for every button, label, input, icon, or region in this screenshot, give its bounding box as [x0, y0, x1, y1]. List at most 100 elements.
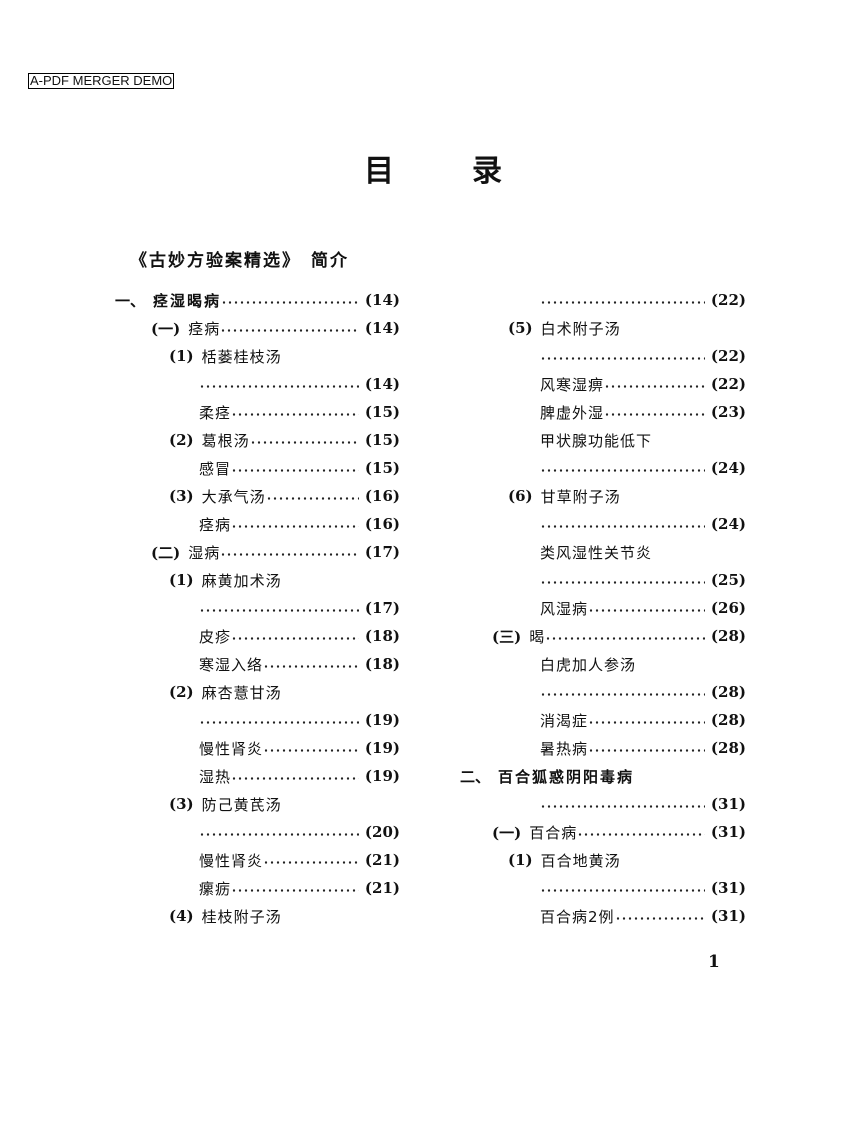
page-title: 目录	[0, 146, 866, 190]
toc-entry-page: (31)	[710, 795, 746, 813]
toc-entry-label: 防己黄芪汤	[201, 795, 282, 814]
toc-entry-marker: (一)	[492, 823, 522, 842]
toc-entry[interactable]: 脾虚外湿(23)	[460, 398, 746, 426]
dot-leader	[588, 734, 705, 762]
toc-entry[interactable]: 感冒 (15)	[115, 454, 400, 482]
toc-entry[interactable]: (二)湿病(17)	[115, 538, 400, 566]
toc-entry[interactable]: 二、百合狐惑阴阳毒病	[460, 762, 746, 790]
toc-entry-label: 痉病	[188, 319, 221, 338]
toc-entry-page: (22)	[710, 375, 746, 393]
toc-entry-label: 湿病	[188, 543, 221, 562]
toc-entry[interactable]: 百合病2例 (31)	[460, 902, 746, 930]
toc-entry-label: 甘草附子汤	[540, 487, 621, 506]
toc-entry[interactable]: (三)暍(28)	[460, 622, 746, 650]
toc-entry-label: 皮疹	[199, 627, 232, 646]
toc-entry[interactable]: (24)	[460, 510, 746, 538]
toc-entry[interactable]: 一、痉湿暍病(14)	[115, 286, 400, 314]
dot-leader	[231, 454, 359, 482]
dot-leader	[231, 398, 359, 426]
toc-entry[interactable]: (6)甘草附子汤	[460, 482, 746, 510]
toc-entry[interactable]: (22)	[460, 286, 746, 314]
toc-entry-page: (28)	[710, 627, 746, 645]
toc-entry[interactable]: (1)栝蒌桂枝汤	[115, 342, 400, 370]
toc-entry-marker: (1)	[508, 851, 533, 869]
toc-entry-page: (21)	[364, 879, 400, 897]
dot-leader	[604, 370, 705, 398]
dot-leader	[540, 790, 705, 818]
toc-entry[interactable]: (2)麻杏薏甘汤	[115, 678, 400, 706]
toc-entry-marker: (3)	[169, 795, 194, 813]
toc-entry-label: 感冒	[199, 459, 232, 478]
toc-entry[interactable]: 慢性肾炎(19)	[115, 734, 400, 762]
toc-entry-page: (18)	[364, 627, 400, 645]
toc-entry-label: 百合病2例	[540, 907, 615, 926]
toc-entry[interactable]: (2)葛根汤(15)	[115, 426, 400, 454]
toc-entry-label: 风湿病	[540, 599, 589, 618]
toc-entry[interactable]: (1)麻黄加术汤	[115, 566, 400, 594]
toc-entry[interactable]: (14)	[115, 370, 400, 398]
toc-entry[interactable]: (3)大承气汤(16)	[115, 482, 400, 510]
toc-entry[interactable]: (一)痉病(14)	[115, 314, 400, 342]
dot-leader	[588, 706, 705, 734]
toc-entry[interactable]: 暑热病(28)	[460, 734, 746, 762]
toc-entry-marker: (1)	[169, 347, 194, 365]
toc-entry[interactable]: (22)	[460, 342, 746, 370]
dot-leader	[249, 426, 359, 454]
toc-entry[interactable]: (19)	[115, 706, 400, 734]
toc-entry-label: 消渴症	[540, 711, 589, 730]
toc-entry[interactable]: 皮疹 (18)	[115, 622, 400, 650]
toc-entry-page: (31)	[710, 907, 746, 925]
toc-entry-label: 大承气汤	[201, 487, 266, 506]
toc-entry[interactable]: (24)	[460, 454, 746, 482]
toc-entry[interactable]: (25)	[460, 566, 746, 594]
dot-leader	[263, 846, 359, 874]
intro-heading: 《古妙方验案精选》简介	[130, 246, 349, 271]
toc-entry[interactable]: 湿热(19)	[115, 762, 400, 790]
toc-entry-label: 百合地黄汤	[540, 851, 621, 870]
toc-entry-label: 寒湿入络	[199, 655, 264, 674]
toc-entry-page: (28)	[710, 683, 746, 701]
toc-entry-label: 百合病	[529, 823, 578, 842]
toc-entry[interactable]: (17)	[115, 594, 400, 622]
toc-entry[interactable]: (31)	[460, 874, 746, 902]
toc-entry[interactable]: (20)	[115, 818, 400, 846]
toc-entry-page: (17)	[364, 599, 400, 617]
toc-entry[interactable]: (4)桂枝附子汤	[115, 902, 400, 930]
toc-entry[interactable]: 甲状腺功能低下	[460, 426, 746, 454]
toc-entry-marker: (一)	[151, 319, 181, 338]
dot-leader	[263, 734, 359, 762]
toc-entry-label: 甲状腺功能低下	[540, 431, 653, 450]
toc-entry-label: 百合狐惑阴阳毒病	[498, 767, 635, 786]
toc-entry[interactable]: 风寒湿痹 (22)	[460, 370, 746, 398]
toc-entry-page: (20)	[364, 823, 400, 841]
toc-entry-page: (31)	[710, 879, 746, 897]
toc-entry[interactable]: (1) 百合地黄汤	[460, 846, 746, 874]
toc-entry[interactable]: (31)	[460, 790, 746, 818]
toc-entry[interactable]: (3) 防己黄芪汤	[115, 790, 400, 818]
toc-entry[interactable]: 风湿病(26)	[460, 594, 746, 622]
toc-entry[interactable]: 瘰疬(21)	[115, 874, 400, 902]
toc-entry-page: (15)	[364, 459, 400, 477]
toc-entry-page: (22)	[710, 347, 746, 365]
toc-entry-page: (23)	[710, 403, 746, 421]
dot-leader	[540, 454, 705, 482]
dot-leader	[231, 874, 359, 902]
toc-entry-page: (19)	[364, 767, 400, 785]
toc-entry[interactable]: 痉病(16)	[115, 510, 400, 538]
toc-entry-label: 麻杏薏甘汤	[201, 683, 282, 702]
toc-entry[interactable]: 柔痉(15)	[115, 398, 400, 426]
dot-leader	[540, 678, 705, 706]
toc-entry-label: 风寒湿痹	[540, 375, 605, 394]
toc-entry[interactable]: 消渴症(28)	[460, 706, 746, 734]
toc-entry[interactable]: (28)	[460, 678, 746, 706]
toc-entry-marker: (5)	[508, 319, 533, 337]
toc-entry[interactable]: (5)白术附子汤	[460, 314, 746, 342]
toc-entry[interactable]: 慢性肾炎(21)	[115, 846, 400, 874]
toc-entry[interactable]: 白虎加人参汤	[460, 650, 746, 678]
toc-entry[interactable]: (一)百合病(31)	[460, 818, 746, 846]
toc-entry[interactable]: 类风湿性关节炎	[460, 538, 746, 566]
page-title-char-2: 录	[472, 154, 502, 189]
toc-entry-label: 暍	[529, 627, 546, 646]
toc-entry-label: 柔痉	[199, 403, 232, 422]
toc-entry[interactable]: 寒湿入络(18)	[115, 650, 400, 678]
